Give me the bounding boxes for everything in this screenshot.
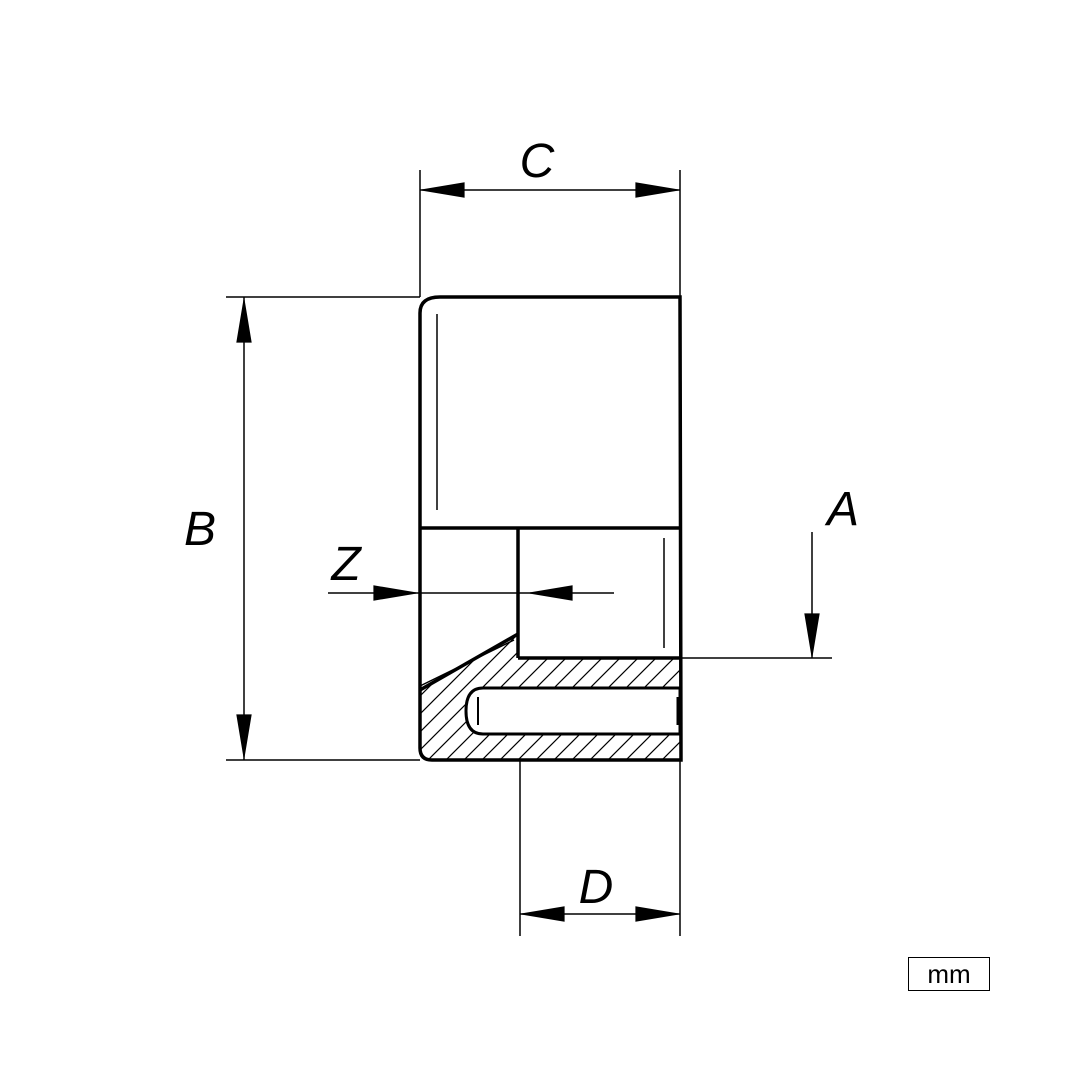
dimension-label-z: Z <box>330 538 362 591</box>
section-hatching <box>420 634 682 760</box>
dimension-lines <box>226 170 832 936</box>
dimension-label-d: D <box>579 861 614 914</box>
dimension-label-c: C <box>520 135 555 188</box>
dimension-label-b: B <box>184 503 216 556</box>
inner-edges <box>419 314 665 687</box>
part-outline <box>418 295 683 762</box>
arrowheads <box>236 182 820 922</box>
dimension-label-a: A <box>824 483 859 536</box>
unit-label: mm <box>908 957 990 991</box>
